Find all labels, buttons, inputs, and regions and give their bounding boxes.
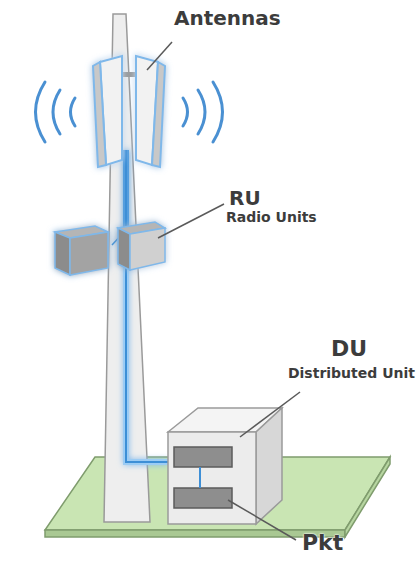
- part-description: Radio Units: [226, 209, 317, 225]
- part-name: DU: [331, 336, 367, 361]
- radio-waves: [36, 82, 223, 142]
- antenna-panels: [93, 56, 165, 167]
- part-name: RU: [229, 186, 261, 210]
- part-description: Distributed Unit: [288, 365, 415, 381]
- leader-lines: [147, 42, 300, 540]
- part-name: Pkt: [302, 530, 343, 555]
- fiber-cable: [112, 150, 168, 462]
- part-name: Antennas: [174, 6, 281, 30]
- ground-edge: [45, 530, 345, 537]
- du-cabinet: [168, 408, 282, 524]
- radio-units: [55, 222, 165, 275]
- ground-side: [345, 457, 390, 537]
